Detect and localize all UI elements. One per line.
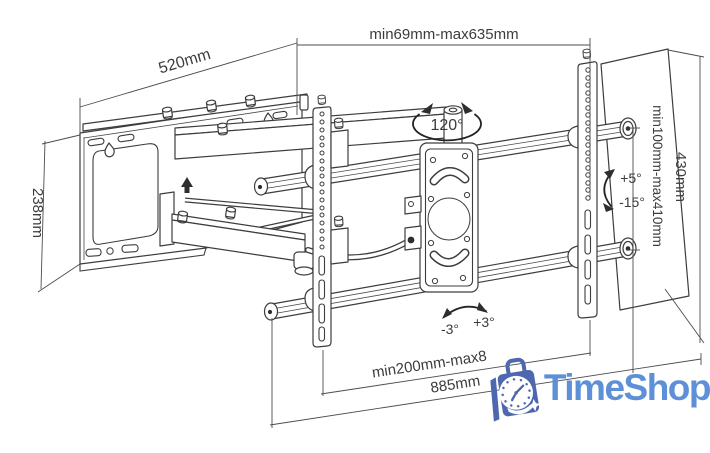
lower-arm — [159, 191, 315, 276]
tilt-annotation — [603, 169, 615, 212]
vesa-plate — [404, 142, 479, 293]
plate-slot — [85, 248, 102, 257]
tv-bracket-left — [304, 94, 349, 348]
dim-vesa-vertical-range: min100mm-max410mm — [650, 105, 665, 247]
articulating-arms — [159, 105, 463, 276]
dim-bracket-height: 430mm — [672, 152, 689, 202]
dim-extension-range: min69mm-max635mm — [369, 26, 518, 43]
plate-hole — [106, 247, 114, 255]
angle-swivel: 120° — [430, 117, 463, 134]
angle-tilt-down: -15° — [619, 194, 645, 210]
vesa-center-hole — [427, 197, 471, 241]
angle-level-right: +3° — [473, 314, 495, 330]
up-arrow-icon — [181, 177, 193, 193]
angle-level-left: -3° — [441, 321, 459, 337]
mounting-cutout — [92, 143, 159, 245]
dim-wall-plate-width: 520mm — [157, 46, 213, 77]
tv-bracket-right — [567, 48, 598, 319]
dim-wall-plate-height: 238mm — [29, 188, 46, 238]
angle-tilt-up: +5° — [620, 170, 642, 186]
plate-slot — [121, 244, 139, 253]
level-annotation — [442, 302, 488, 319]
dimension-lines — [37, 38, 705, 428]
keyhole-hook — [104, 142, 115, 158]
swivel-annotation — [412, 102, 482, 142]
